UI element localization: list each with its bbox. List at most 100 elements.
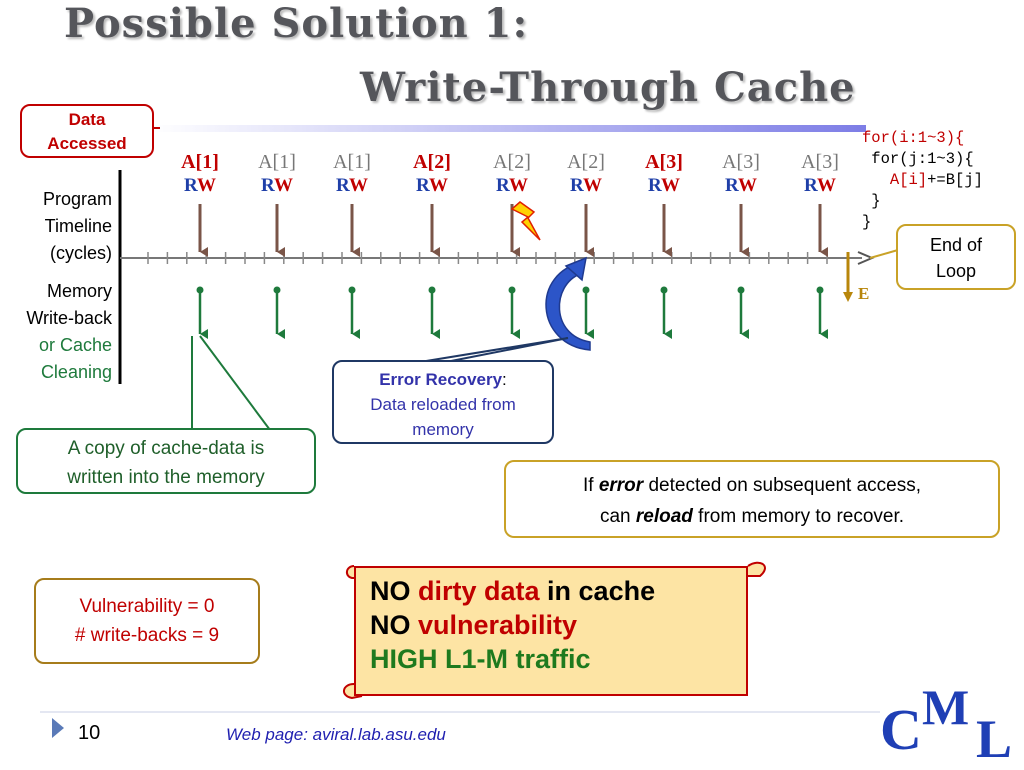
- read-marker: R: [260, 175, 275, 196]
- summary-no-1: NO: [370, 576, 419, 606]
- end-marker-arrowhead: [843, 292, 853, 302]
- if-note-d: can: [599, 506, 636, 527]
- loop-code: for(i:1~3){ for(j:1~3){ A[i]+=B[j] }}: [862, 128, 983, 233]
- error-recovery-l3: memory: [412, 420, 474, 439]
- error-recovery-colon: :: [502, 370, 507, 389]
- read-write-label: RW: [472, 174, 552, 198]
- if-note-f: from memory to recover.: [692, 506, 905, 527]
- summary-dirty-data: dirty data: [418, 576, 540, 606]
- error-recovery-callout: Error Recovery: Data reloaded from memor…: [332, 360, 554, 444]
- summary-line-1: NO dirty data in cache: [370, 574, 746, 608]
- logo-c: C: [880, 697, 922, 762]
- summary-line-3: HIGH L1-M traffic: [370, 644, 591, 674]
- code-array-ref: A[i]: [889, 171, 928, 189]
- end-loop-callout-line: [869, 249, 899, 259]
- read-marker: R: [495, 175, 510, 196]
- access-label: A[1]RW: [237, 150, 317, 198]
- copy-note-l2: written into the memory: [67, 467, 265, 488]
- code-line-1: for(i:1~3){: [862, 129, 965, 147]
- write-marker: W: [583, 175, 603, 196]
- writeback-dot: [816, 286, 824, 294]
- code-line-5: }: [862, 213, 872, 231]
- if-note-error: error: [598, 475, 644, 496]
- access-label: A[3]RW: [780, 150, 860, 198]
- if-note-l2: can reload from memory to recover.: [506, 501, 998, 532]
- read-write-label: RW: [780, 174, 860, 198]
- access-array-label: A[2]: [413, 151, 451, 173]
- summary-in-cache: in cache: [539, 576, 656, 606]
- read-marker: R: [183, 175, 198, 196]
- timeline-label-l3: (cycles): [50, 243, 112, 263]
- end-of-loop-callout: End of Loop: [896, 224, 1016, 290]
- writeback-dot: [508, 286, 516, 294]
- summary-line-2: NO vulnerability: [370, 608, 746, 642]
- memory-label-l3: or Cache: [38, 335, 112, 355]
- vulnerability-l1: Vulnerability = 0: [79, 596, 215, 617]
- writeback-dot: [582, 286, 590, 294]
- read-write-label: RW: [546, 174, 626, 198]
- memory-label-l2: Write-back: [26, 308, 112, 328]
- end-loop-l2: Loop: [935, 261, 977, 281]
- writeback-dot: [196, 286, 204, 294]
- write-marker: W: [274, 175, 294, 196]
- writeback-arrows: [196, 286, 828, 339]
- copy-note-callout: A copy of cache-data is written into the…: [16, 428, 316, 494]
- access-label: A[2]RW: [472, 150, 552, 198]
- logo-m: M: [922, 679, 970, 735]
- timeline-label-l1: Program: [42, 189, 112, 209]
- access-array-label: A[2]: [567, 151, 605, 173]
- read-marker: R: [335, 175, 350, 196]
- error-callout-pointer: [419, 337, 569, 363]
- writeback-dot: [737, 286, 745, 294]
- program-timeline-label: Program Timeline (cycles): [43, 186, 112, 267]
- read-write-label: RW: [392, 174, 472, 198]
- summary-scroll: NO dirty data in cache NO vulnerability …: [354, 566, 748, 696]
- title-line-1: Possible Solution 1:: [64, 0, 529, 47]
- data-accessed-line-1: Data: [68, 110, 106, 129]
- code-line-3: A[i]+=B[j]: [862, 170, 983, 191]
- footer-web-link[interactable]: Web page: aviral.lab.asu.edu: [226, 725, 446, 744]
- title-line-2: Write-Through Cache: [360, 64, 856, 111]
- memory-writeback-label: Memory Write-back or Cache Cleaning: [26, 278, 112, 386]
- copy-note-l1: A copy of cache-data is: [67, 438, 265, 459]
- if-note-a: If: [582, 475, 599, 496]
- error-recovery-l1: Error Recovery:: [334, 367, 552, 392]
- code-expr: +=B[j]: [927, 171, 983, 189]
- read-marker: R: [647, 175, 662, 196]
- access-array-label: A[1]: [181, 151, 219, 173]
- read-marker: R: [569, 175, 584, 196]
- lightning-bolt-icon: [510, 201, 541, 241]
- data-accessed-label: Data Accessed: [20, 104, 154, 158]
- access-array-label: A[3]: [801, 151, 839, 173]
- vulnerability-box: Vulnerability = 0 # write-backs = 9: [34, 578, 260, 664]
- data-accessed-line-2: Accessed: [47, 134, 127, 153]
- access-label: A[1]RW: [312, 150, 392, 198]
- read-write-label: RW: [701, 174, 781, 198]
- access-array-label: A[3]: [722, 151, 760, 173]
- error-recovery-title: Error Recovery: [379, 370, 503, 389]
- read-marker: R: [415, 175, 430, 196]
- access-label: A[3]RW: [624, 150, 704, 198]
- copy-callout-pointer-2: [199, 335, 271, 431]
- read-marker: R: [724, 175, 739, 196]
- access-array-label: A[1]: [258, 151, 296, 173]
- access-array-label: A[1]: [333, 151, 371, 173]
- logo-l: L: [976, 709, 1013, 769]
- access-label: A[2]RW: [392, 150, 472, 198]
- e-marker: E: [858, 284, 870, 303]
- write-marker: W: [349, 175, 369, 196]
- write-marker: W: [509, 175, 529, 196]
- read-marker: R: [803, 175, 818, 196]
- access-array-label: A[3]: [645, 151, 683, 173]
- end-loop-l1: End of: [929, 235, 983, 255]
- write-marker: W: [738, 175, 758, 196]
- write-marker: W: [197, 175, 217, 196]
- write-marker: W: [661, 175, 681, 196]
- read-write-label: RW: [624, 174, 704, 198]
- recovery-arrow: [545, 261, 591, 351]
- writeback-dot: [273, 286, 281, 294]
- access-label: A[2]RW: [546, 150, 626, 198]
- page-number: 10: [78, 722, 101, 744]
- writeback-dot: [428, 286, 436, 294]
